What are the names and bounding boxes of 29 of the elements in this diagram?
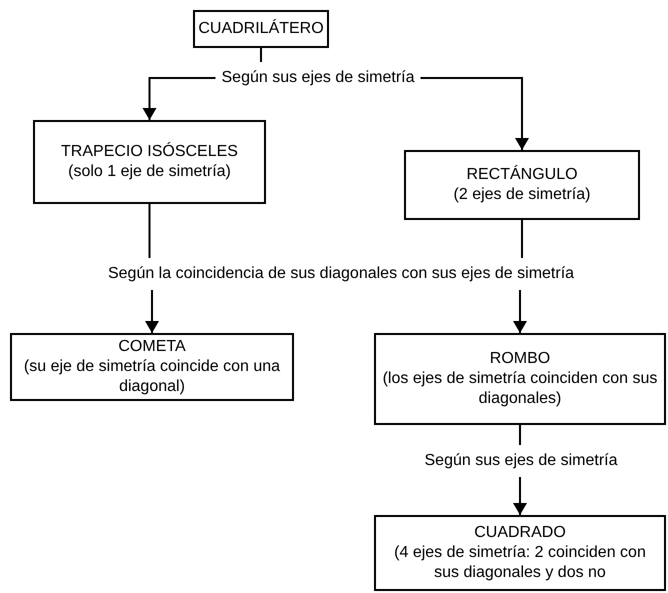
category-box <box>374 515 666 591</box>
connector-line <box>148 204 150 258</box>
box-description: (su eje de simetría coincide con una diagonal) <box>22 357 282 397</box>
connector-line <box>519 425 521 445</box>
category-box <box>404 150 640 220</box>
box-description: (4 ejes de simetría: 2 coinciden con sus diagonales y dos no <box>393 543 647 583</box>
branch-label: Según la coincidencia de sus diagonales con sus ejes de simetría <box>108 264 574 284</box>
category-box <box>374 333 666 425</box>
category-box <box>33 120 266 204</box>
arrow <box>420 77 529 150</box>
arrow <box>145 290 159 333</box>
box-heading: TRAPECIO ISÓSCELES <box>61 142 238 162</box>
category-box <box>10 333 294 401</box>
box-heading: CUADRILÁTERO <box>198 19 324 39</box>
arrow <box>513 290 527 333</box>
box-description: (2 ejes de simetría) <box>454 185 590 205</box>
box-heading: CUADRADO <box>474 523 566 543</box>
arrow <box>142 77 216 120</box>
connector-line <box>260 48 262 62</box>
box-heading: ROMBO <box>490 349 550 369</box>
box-description: (solo 1 eje de simetría) <box>68 162 231 182</box>
connector-line <box>521 220 523 258</box>
arrow <box>513 477 527 515</box>
branch-label: Según sus ejes de simetría <box>424 451 618 471</box>
branch-label: Según sus ejes de simetría <box>222 68 414 88</box>
box-heading: RECTÁNGULO <box>466 165 578 185</box>
box-description: (los ejes de simetría coinciden con sus diagonales) <box>382 369 658 409</box>
category-box <box>193 10 329 48</box>
box-heading: COMETA <box>118 337 186 357</box>
